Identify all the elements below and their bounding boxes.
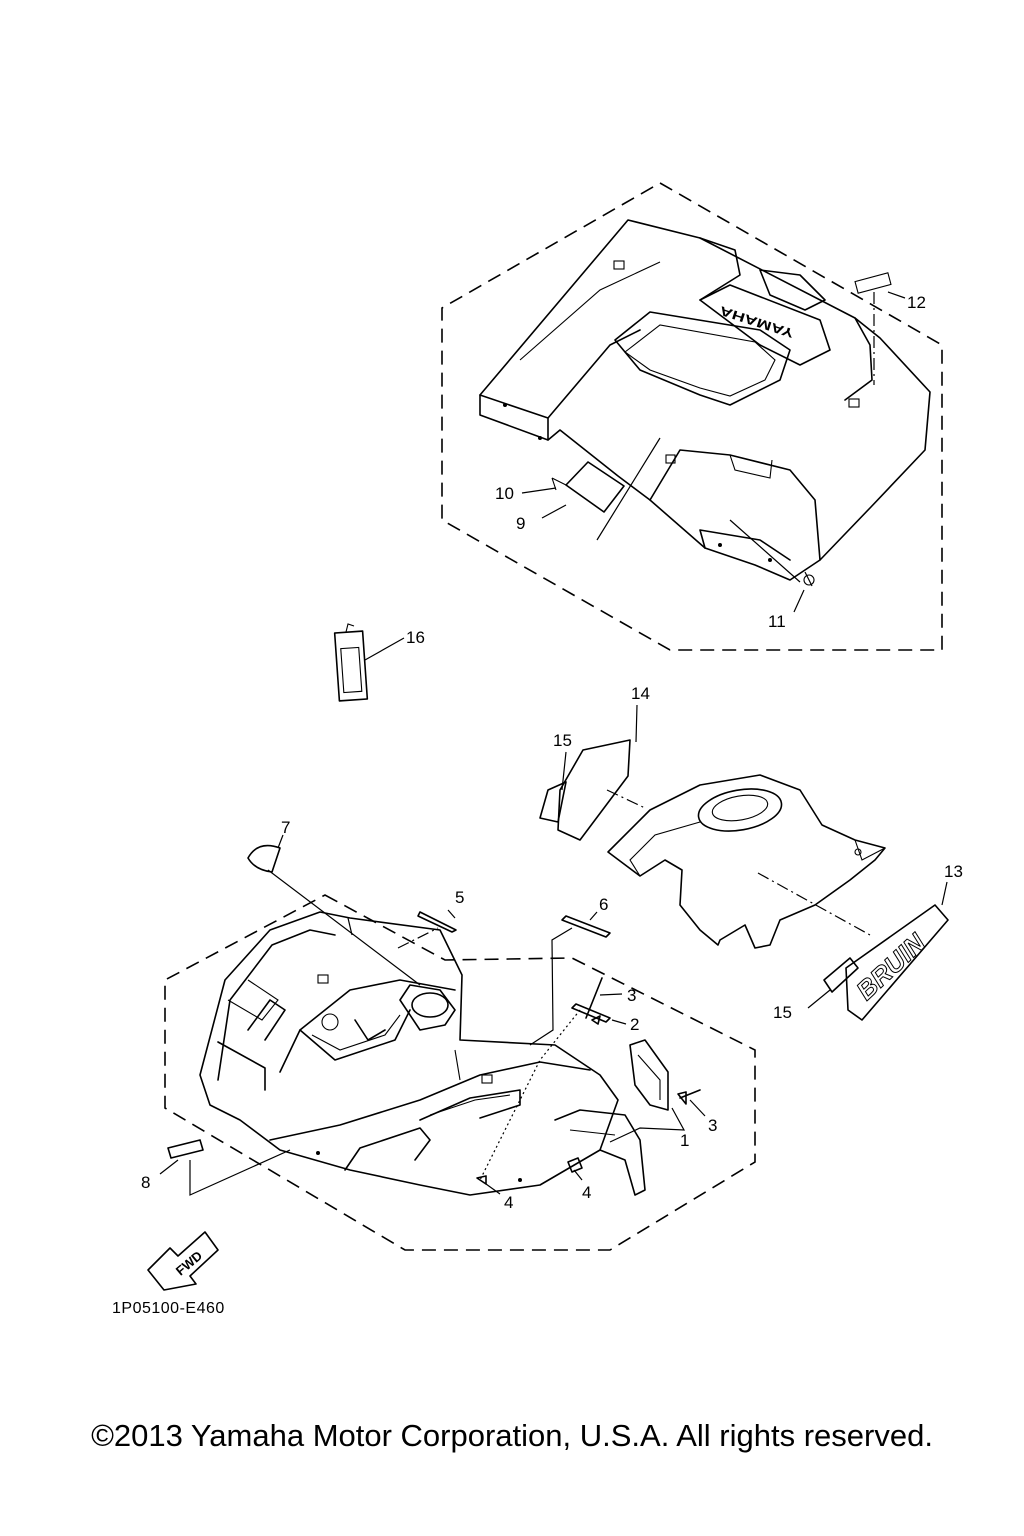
rear-fender: YAMAHA	[479, 219, 931, 581]
emblem-15b	[823, 957, 859, 993]
callout-15b: 15	[773, 1003, 792, 1022]
tank-side-panel-14	[557, 739, 631, 841]
emblem-15a	[539, 781, 567, 823]
callout-5: 5	[455, 888, 464, 907]
fastener-4a	[476, 1175, 487, 1185]
callout-13: 13	[944, 862, 963, 881]
label-8	[167, 1139, 204, 1159]
front-group-dashed-boundary	[164, 894, 756, 1251]
callout-11: 11	[768, 612, 786, 631]
fwd-arrow: FWD	[147, 1231, 219, 1291]
callout-9: 9	[516, 514, 525, 533]
callout-6: 6	[599, 895, 608, 914]
copyright-notice: ©2013 Yamaha Motor Corporation, U.S.A. A…	[91, 1418, 933, 1453]
callout-14: 14	[631, 684, 650, 703]
front-fender	[199, 911, 646, 1196]
svg-text:FWD: FWD	[173, 1248, 205, 1279]
callout-12: 12	[907, 293, 926, 312]
callout-15a: 15	[553, 731, 572, 750]
diagram-code: 1P05100-E460	[112, 1300, 225, 1317]
rear-reflector-plate	[565, 461, 625, 513]
svg-text:BRUIN: BRUIN	[850, 927, 932, 1006]
callout-7: 7	[281, 818, 290, 837]
callout-2: 2	[630, 1015, 639, 1034]
front-fender-group: FWD	[147, 834, 756, 1291]
bolt-3b	[677, 1089, 701, 1105]
model-decal-13: BRUIN	[845, 904, 949, 1021]
emblem-5	[417, 911, 457, 933]
emblem-6	[561, 915, 611, 938]
callout-16: 16	[406, 628, 425, 647]
nut-4b	[567, 1157, 583, 1173]
callout-4b: 4	[582, 1183, 591, 1202]
callout-4a: 4	[504, 1193, 513, 1212]
callout-numbers: 1 2 3 3 4 4 5 6 7 8 9 10 11 12 13 14 15 …	[141, 293, 963, 1212]
callout-8: 8	[141, 1173, 150, 1192]
callout-3b: 3	[708, 1116, 717, 1135]
callout-1: 1	[680, 1131, 689, 1150]
tank-cover	[607, 774, 886, 949]
emblem-2	[571, 1003, 611, 1023]
mud-flap-1	[629, 1039, 669, 1111]
rear-group-dashed-boundary	[441, 182, 943, 651]
headlight-cover-7	[247, 844, 281, 873]
caution-label-16	[333, 623, 405, 702]
rear-label-12	[854, 272, 892, 294]
rear-fender-group: YAMAHA	[441, 182, 943, 651]
callout-10: 10	[495, 484, 514, 503]
callout-3a: 3	[627, 986, 636, 1005]
